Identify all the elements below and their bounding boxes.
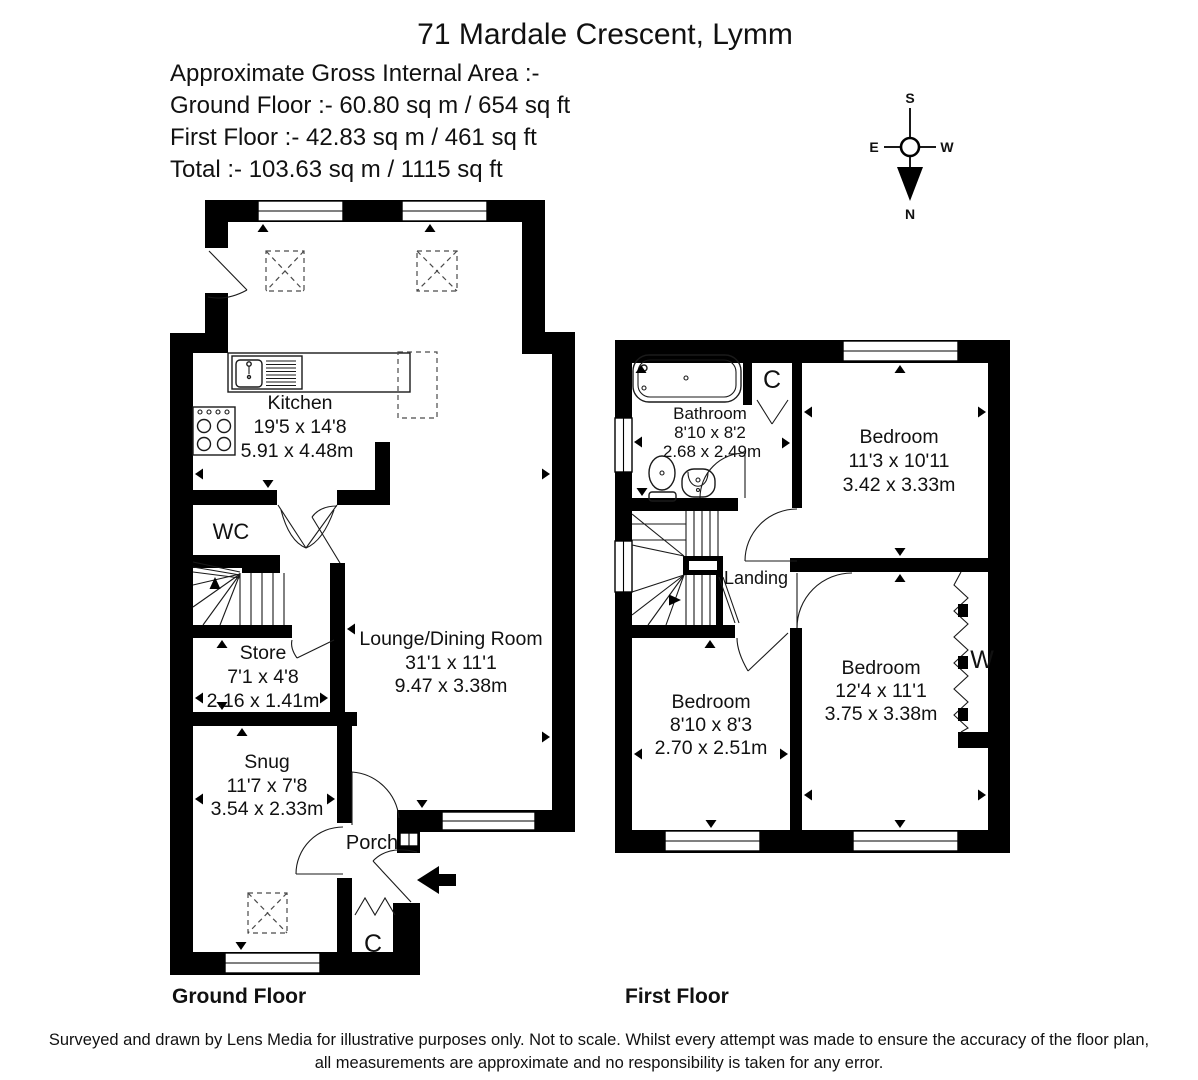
snug-label: Snug [244,751,290,773]
ground-floor-caption: Ground Floor [172,985,306,1008]
first-cupboard-label: C [763,366,781,394]
area-total: Total :- 103.63 sq m / 1115 sq ft [170,156,503,183]
lounge-metric: 9.47 x 3.38m [395,675,508,697]
rooflight-icon [247,892,288,934]
rooflight-icon [416,250,458,292]
bedroom-two-label: Bedroom [841,657,920,679]
compass-hub [899,136,921,158]
rooflight-icon [397,351,438,419]
bedroom-three-metric: 2.70 x 2.51m [655,737,768,759]
lounge-label: Lounge/Dining Room [359,628,542,650]
first-floor-windows [614,340,959,852]
rooflight-icon [265,250,305,292]
ground-floor-stairs-icon [192,561,285,626]
landing-label: Landing [724,568,788,588]
bathroom-imperial: 8'10 x 8'2 [674,423,746,442]
area-first-floor: First Floor :- 42.83 sq m / 461 sq ft [170,124,537,151]
compass-north-arrow [897,167,923,201]
wardrobe-icon [953,571,969,733]
wc-label: WC [213,519,250,544]
area-heading: Approximate Gross Internal Area :- [170,60,540,87]
first-floor-caption: First Floor [625,985,729,1008]
kitchen-metric: 5.91 x 4.48m [241,440,354,462]
kitchen-counter-icon [227,352,411,393]
disclaimer-line2: all measurements are approximate and no … [315,1054,884,1072]
cupboard-door [756,399,789,425]
bedroom-three-label: Bedroom [671,691,750,713]
first-floor-walls [615,340,1010,853]
entrance-arrow-icon [417,866,456,894]
wardrobe-label: W [970,646,994,674]
ground-floor-plan: Kitchen 19'5 x 14'8 5.91 x 4.48m WC Stor… [170,200,575,975]
kitchen-label: Kitchen [267,392,332,414]
bedroom-two-imperial: 12'4 x 11'1 [835,680,927,702]
first-floor-stairs-icon [631,511,740,626]
store-metric: 2.16 x 1.41m [207,690,320,712]
drainer-icon [266,360,296,387]
snug-imperial: 11'7 x 7'8 [227,775,308,797]
hob-icon [192,406,236,456]
compass-east-label: E [869,139,878,155]
bedroom-one-imperial: 11'3 x 10'11 [848,450,949,472]
rooflight-icons [247,250,458,934]
snug-metric: 3.54 x 2.33m [211,798,324,820]
bathroom-label: Bathroom [673,404,747,423]
compass-south-label: S [905,90,914,106]
first-floor-dimension-arrows [634,365,986,828]
first-floor-plan: Bathroom 8'10 x 8'2 2.68 x 2.49m C Bedro… [614,340,1010,853]
kitchen-imperial: 19'5 x 14'8 [253,416,346,438]
bedroom-three-imperial: 8'10 x 8'3 [670,714,752,736]
toilet-icon [648,455,677,502]
bedroom-two-metric: 3.75 x 3.38m [825,703,938,725]
first-floor-doors [699,399,853,672]
ground-floor-room-labels: Kitchen 19'5 x 14'8 5.91 x 4.48m WC Stor… [207,392,543,958]
compass-west-label: W [940,139,954,155]
bedroom-one-label: Bedroom [859,426,938,448]
porch-label: Porch [346,832,398,854]
bifold-door [354,896,396,917]
compass-icon: S E W N [869,90,954,222]
ground-cupboard-label: C [364,930,382,958]
page-title: 71 Mardale Crescent, Lymm [417,18,793,51]
ground-floor-doors [207,250,418,917]
store-label: Store [240,642,287,664]
compass-north-label: N [905,206,915,222]
ground-floor-dimension-arrows [195,224,550,950]
basin-icon [681,468,716,498]
bathroom-metric: 2.68 x 2.49m [663,442,761,461]
disclaimer-line1: Surveyed and drawn by Lens Media for ill… [49,1031,1149,1049]
area-ground-floor: Ground Floor :- 60.80 sq m / 654 sq ft [170,92,571,119]
bedroom-one-metric: 3.42 x 3.33m [843,474,956,496]
ground-floor-windows [224,200,536,974]
store-imperial: 7'1 x 4'8 [227,666,298,688]
first-floor-room-labels: Bathroom 8'10 x 8'2 2.68 x 2.49m C Bedro… [655,366,995,759]
lounge-imperial: 31'1 x 11'1 [405,652,497,674]
